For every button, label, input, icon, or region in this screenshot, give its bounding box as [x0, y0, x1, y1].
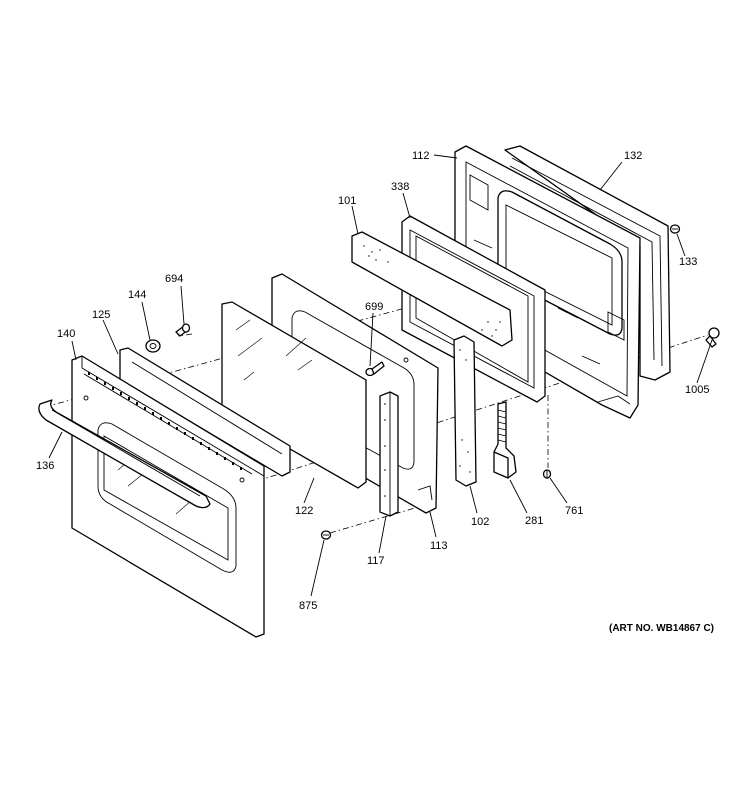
label-1005: 1005: [685, 384, 709, 396]
label-132: 132: [624, 150, 642, 162]
leader-lines: [48, 154, 713, 597]
part-1005-screw: [705, 327, 720, 348]
part-694-screw: [175, 323, 191, 337]
label-112: 112: [412, 150, 430, 162]
part-144-bushing: [145, 339, 161, 353]
part-875-screw: [320, 530, 332, 540]
part-117-side-channel: [379, 391, 399, 517]
label-699: 699: [365, 301, 383, 313]
label-144: 144: [128, 289, 146, 301]
part-133-screw: [669, 224, 681, 234]
part-699-screw: [365, 361, 385, 377]
art-number: (ART NO. WB14867 C): [609, 623, 714, 634]
part-761-screw: [542, 469, 552, 479]
part-number-labels: 112 132 338 101 133 694 144 699 125 140 …: [36, 150, 709, 612]
label-338: 338: [391, 181, 409, 193]
part-136-door-handle: [38, 399, 211, 509]
label-101: 101: [338, 195, 356, 207]
part-102-side-insulation: [453, 335, 477, 487]
label-761: 761: [565, 505, 583, 517]
label-117: 117: [367, 555, 385, 567]
label-136: 136: [36, 460, 54, 472]
label-122: 122: [295, 505, 313, 517]
label-281: 281: [525, 515, 543, 527]
label-694: 694: [165, 273, 183, 285]
part-140-outer-door-panel: [71, 355, 265, 638]
label-133: 133: [679, 256, 697, 268]
part-281-hinge: [493, 401, 517, 479]
part-101-insulation-strip: [351, 231, 513, 347]
label-102: 102: [471, 516, 489, 528]
label-140: 140: [57, 328, 75, 340]
label-875: 875: [299, 600, 317, 612]
label-113: 113: [430, 540, 448, 552]
label-125: 125: [92, 309, 110, 321]
